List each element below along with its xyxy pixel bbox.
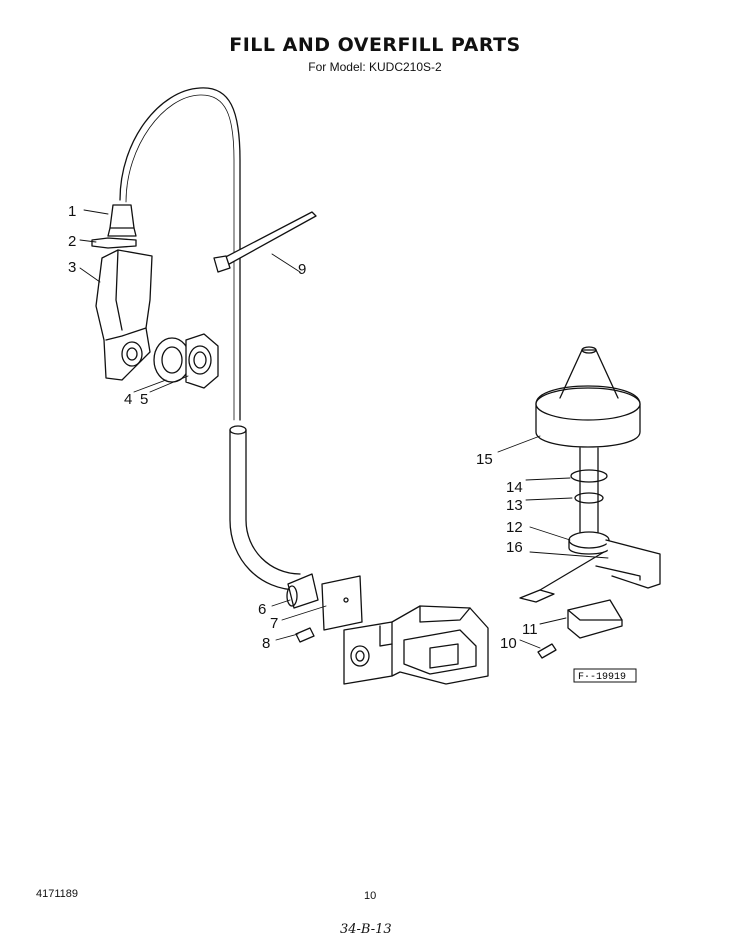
callout-1: 1: [68, 203, 76, 220]
doc-number: 4171189: [36, 888, 79, 900]
callout-labels: 1 2 3 4 5 6 7 8 9 10 11 12 13 14 15 16: [68, 203, 538, 652]
callout-4: 4: [124, 391, 132, 408]
callout-5: 5: [140, 391, 148, 408]
retainer-ring-14: [570, 469, 608, 483]
bracket-screw: [295, 627, 315, 643]
float: [535, 346, 641, 448]
leader-lines: [79, 209, 609, 649]
hose-clamp: [91, 237, 137, 249]
mounting-nut: [185, 333, 219, 389]
drain-hose: [229, 425, 301, 591]
micro-switch: [567, 599, 623, 639]
callout-8: 8: [262, 635, 270, 652]
callout-16: 16: [506, 539, 523, 556]
callout-6: 6: [258, 601, 266, 618]
figure-id: F·-19919: [578, 672, 626, 683]
float-guide-12: [568, 531, 610, 555]
page-title: FILL AND OVERFILL PARTS: [229, 34, 521, 56]
callout-11: 11: [522, 621, 538, 638]
callout-15: 15: [476, 451, 493, 468]
callout-2: 2: [68, 233, 76, 250]
inlet-cap: [107, 204, 137, 237]
water-valve: [343, 605, 489, 685]
hose-fitting: [286, 573, 319, 609]
bracket-plate: [321, 575, 363, 631]
switch-screw: [537, 643, 557, 659]
callout-14: 14: [506, 479, 523, 496]
retainer-ring-13: [574, 492, 604, 504]
cable-tie: [213, 211, 317, 273]
fill-tube: [119, 87, 241, 421]
callout-7: 7: [270, 615, 278, 632]
switch-bracket: [595, 539, 661, 589]
gasket: [153, 337, 191, 383]
callout-10: 10: [500, 635, 517, 652]
figure-id-box: F·-19919: [573, 668, 637, 683]
callout-3: 3: [68, 259, 76, 276]
handwritten-note: 34-B-13: [340, 922, 392, 937]
callout-12: 12: [506, 519, 523, 536]
callout-13: 13: [506, 497, 523, 514]
switch-lever: [519, 551, 605, 603]
fill-funnel: [95, 249, 153, 381]
page-number: 10: [364, 890, 377, 902]
model-subtitle: For Model: KUDC210S-2: [308, 60, 442, 74]
callout-9: 9: [298, 261, 306, 278]
